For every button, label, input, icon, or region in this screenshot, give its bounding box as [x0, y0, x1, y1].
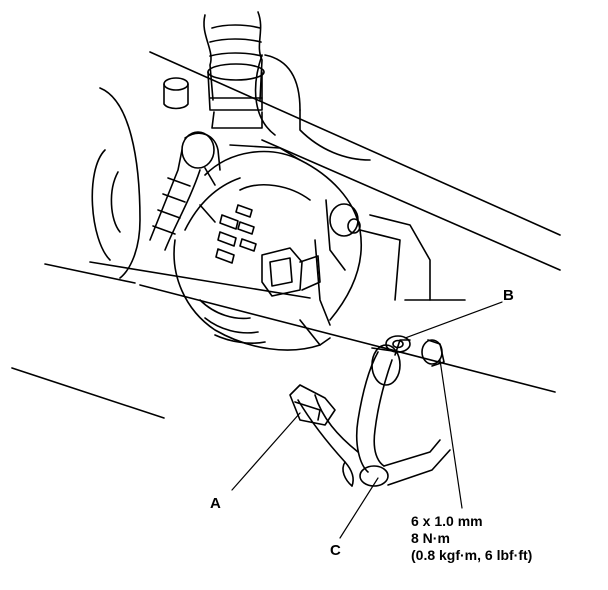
- wire-harness: [289, 339, 451, 487]
- bolt-size: 6 x 1.0 mm: [411, 513, 483, 529]
- callout-c: C: [330, 542, 341, 559]
- mounting-boss: [163, 77, 189, 110]
- torque-nm: 8 N·m: [411, 530, 450, 546]
- engine-block: [11, 51, 561, 419]
- torque-spec: 6 x 1.0 mm 8 N·m (0.8 kgf·m, 6 lbf·ft): [411, 513, 532, 564]
- upper-hose: [203, 11, 265, 129]
- callout-a: A: [210, 495, 221, 512]
- flange-nut: [421, 339, 445, 367]
- ring-terminal-b: [385, 335, 411, 353]
- torque-alt-units: (0.8 kgf·m, 6 lbf·ft): [411, 547, 533, 563]
- callout-b: B: [503, 287, 514, 304]
- alternator: [173, 144, 363, 351]
- leader-lines: [231, 301, 503, 539]
- breather-hose: [149, 131, 221, 251]
